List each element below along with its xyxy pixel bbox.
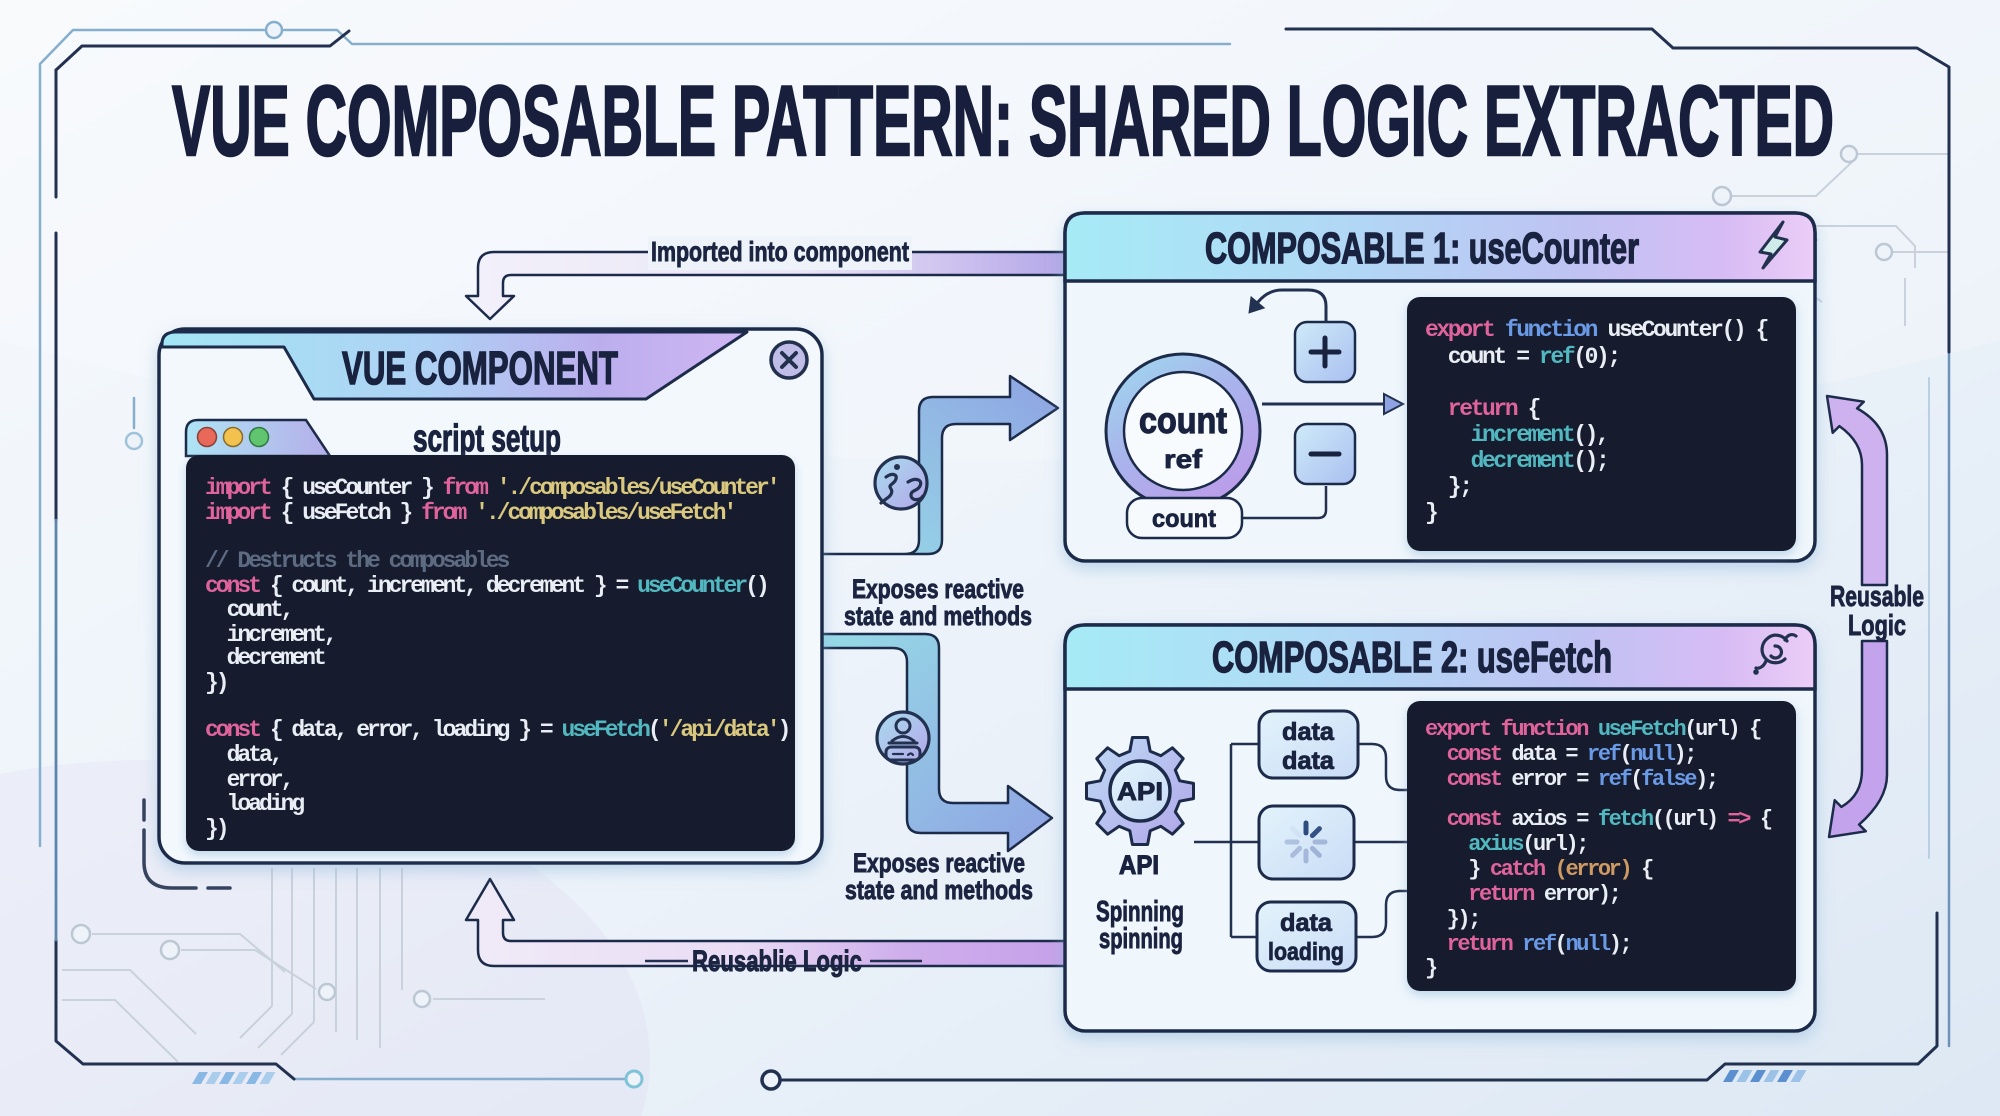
svg-text:state and methods: state and methods — [845, 875, 1033, 905]
svg-text:} catch (error) {: } catch (error) { — [1425, 857, 1653, 882]
svg-text:data,: data, — [205, 742, 281, 768]
svg-text:VUE COMPOSABLE PATTERN: SHARED: VUE COMPOSABLE PATTERN: SHARED LOGIC EXT… — [172, 65, 1834, 176]
svg-text:count: count — [1152, 505, 1217, 533]
svg-text:Spinning: Spinning — [1096, 896, 1184, 928]
svg-text:script setup: script setup — [413, 418, 561, 460]
svg-text:const { data, error, loading }: const { data, error, loading } = useFetc… — [205, 717, 788, 743]
svg-text:return ref(null);: return ref(null); — [1425, 932, 1630, 957]
svg-text:ref: ref — [1164, 444, 1202, 474]
svg-text:}): }) — [205, 816, 227, 842]
svg-text:COMPOSABLE 1: useCounter: COMPOSABLE 1: useCounter — [1205, 224, 1639, 273]
svg-text:import { useCounter } from './: import { useCounter } from './composable… — [205, 475, 778, 501]
svg-text:});: }); — [1425, 907, 1479, 932]
svg-text:};: }; — [1425, 474, 1471, 500]
svg-text:count: count — [1139, 400, 1227, 441]
svg-text:Exposes reactive: Exposes reactive — [853, 848, 1025, 878]
svg-text:loading: loading — [1268, 938, 1344, 966]
svg-text:}: } — [1425, 500, 1437, 526]
svg-text:export function useCounter() {: export function useCounter() { — [1425, 317, 1768, 343]
svg-text:const axios = fetch((url) => {: const axios = fetch((url) => { — [1425, 807, 1772, 832]
svg-text:loading: loading — [205, 791, 304, 817]
svg-text:data: data — [1282, 718, 1335, 746]
svg-text:const { count, increment, decr: const { count, increment, decrement } = … — [205, 573, 767, 599]
svg-text:data: data — [1280, 909, 1333, 937]
svg-text:increment(),: increment(), — [1425, 422, 1607, 448]
svg-text:Reusablie Logic: Reusablie Logic — [692, 945, 862, 978]
svg-text:return error);: return error); — [1425, 882, 1619, 907]
svg-text:}: } — [1425, 956, 1437, 981]
svg-text:export function useFetch(url): export function useFetch(url) { — [1425, 717, 1761, 742]
svg-text:decrement();: decrement(); — [1425, 448, 1607, 474]
svg-text:Reusable: Reusable — [1830, 581, 1924, 613]
svg-text:state and methods: state and methods — [844, 601, 1032, 631]
svg-text:data: data — [1282, 747, 1335, 775]
svg-text:error,: error, — [205, 767, 291, 793]
svg-text:import { useFetch } from './co: import { useFetch } from './composables/… — [205, 500, 734, 526]
svg-text:decrement: decrement — [205, 645, 325, 671]
svg-text:const data = ref(null);: const data = ref(null); — [1425, 742, 1695, 767]
svg-text:Imported into component: Imported into component — [651, 236, 909, 267]
svg-text:Logic: Logic — [1848, 610, 1906, 642]
svg-text:// Destructs the composables: // Destructs the composables — [205, 548, 510, 574]
svg-text:}): }) — [205, 670, 227, 696]
svg-text:spinning: spinning — [1099, 923, 1183, 955]
svg-text:Exposes reactive: Exposes reactive — [852, 574, 1024, 604]
svg-text:const error = ref(false);: const error = ref(false); — [1425, 767, 1717, 792]
svg-text:count = ref(0);: count = ref(0); — [1425, 344, 1619, 370]
svg-text:count,: count, — [205, 597, 291, 623]
svg-text:axius(url);: axius(url); — [1425, 832, 1587, 857]
svg-text:COMPOSABLE 2: useFetch: COMPOSABLE 2: useFetch — [1212, 633, 1612, 682]
svg-text:API: API — [1119, 850, 1159, 880]
svg-text:VUE COMPONENT: VUE COMPONENT — [342, 342, 618, 394]
svg-text:return {: return { — [1425, 396, 1540, 422]
svg-text:increment,: increment, — [205, 622, 335, 648]
svg-text:API: API — [1117, 778, 1163, 806]
